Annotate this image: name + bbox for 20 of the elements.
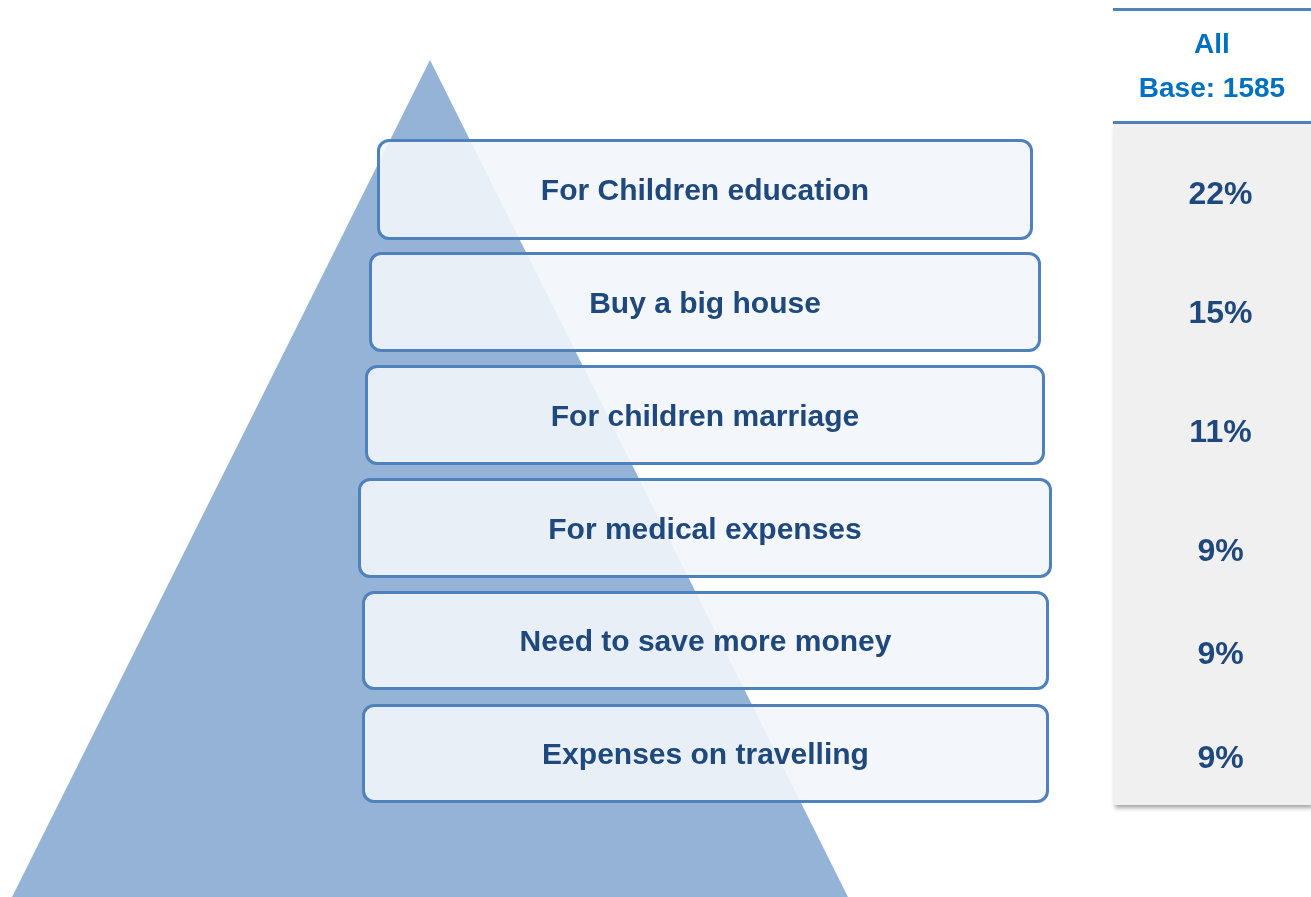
header-text: All [1194, 27, 1230, 61]
percentage-value: 11% [1188, 412, 1253, 451]
category-label: For medical expenses [548, 510, 862, 547]
category-label: Expenses on travelling [542, 736, 869, 772]
category-box [362, 704, 1049, 803]
category-label: Need to save more money [519, 623, 892, 659]
header-text: Base: 1585 [1138, 71, 1286, 105]
category-box [362, 591, 1049, 690]
percentage-value: 9% [1196, 634, 1245, 673]
percentage-value: 15% [1187, 293, 1254, 332]
category-box [377, 139, 1033, 240]
category-label: Buy a big house [589, 284, 821, 321]
percentage-value: 9% [1196, 531, 1245, 570]
category-box [358, 478, 1052, 578]
percentage-value: 9% [1196, 738, 1245, 777]
category-box [365, 365, 1045, 465]
category-label: For Children education [540, 172, 870, 208]
category-label: For children marriage [550, 397, 860, 434]
category-box [369, 252, 1041, 352]
percentage-value: 22% [1187, 174, 1254, 213]
